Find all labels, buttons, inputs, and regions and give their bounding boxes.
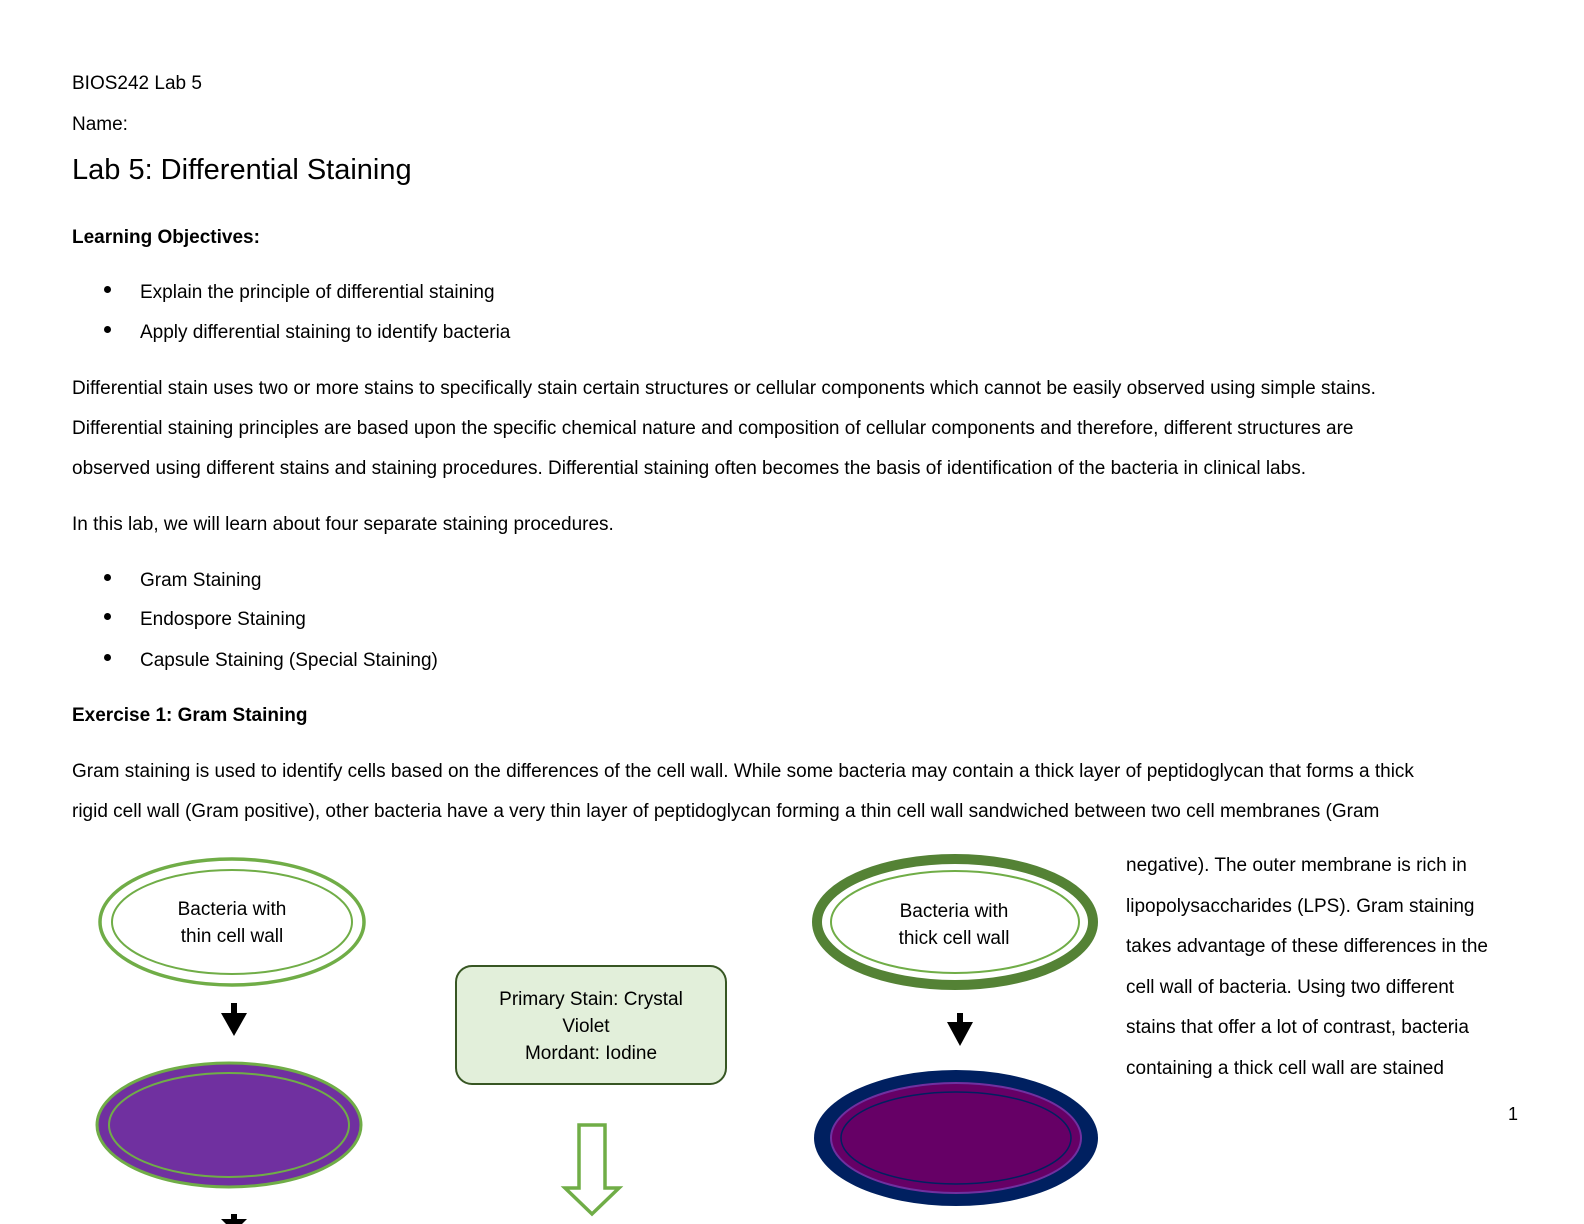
bullet-icon: [104, 574, 111, 582]
thin-wall-label-2: thin cell wall: [181, 926, 283, 947]
down-arrow-icon: [221, 1214, 247, 1224]
thick-wall-bacteria: Bacteria with thick cell wall: [812, 854, 1098, 990]
exercise1-heading: Exercise 1: Gram Staining: [72, 705, 308, 726]
list-item: Gram Staining: [104, 561, 261, 601]
thick-wall-label-1: Bacteria with: [900, 901, 1009, 922]
bullet-icon: [104, 326, 111, 334]
thin-wall-label-1: Bacteria with: [178, 899, 287, 920]
thin-wall-bacteria: Bacteria with thin cell wall: [98, 857, 366, 987]
bullet-icon: [104, 613, 111, 621]
down-arrow-icon: [221, 1003, 247, 1036]
procedures-lead: In this lab, we will learn about four se…: [72, 514, 614, 535]
down-arrow-icon: [947, 1013, 973, 1046]
course-header: BIOS242 Lab 5: [72, 73, 202, 94]
list-item: Explain the principle of differential st…: [104, 273, 495, 313]
list-item: Capsule Staining (Special Staining): [104, 641, 438, 681]
list-item: Endospore Staining: [104, 600, 306, 640]
list-item: Apply differential staining to identify …: [104, 313, 510, 353]
hollow-down-arrow-icon: [560, 1123, 624, 1217]
step-line-2: Violet: [562, 1016, 610, 1037]
bullet-icon: [104, 654, 111, 662]
thin-wall-stained-purple: [95, 1061, 363, 1189]
intro-paragraph: Differential stain uses two or more stai…: [72, 378, 1376, 479]
step-line-3: Mordant: Iodine: [525, 1043, 657, 1064]
name-label: Name:: [72, 114, 128, 135]
exercise1-side-paragraph: negative). The outer membrane is rich in…: [1126, 855, 1488, 1079]
page-number: 1: [1508, 1104, 1519, 1124]
thick-wall-stained-purple: [814, 1070, 1098, 1206]
step-line-1: Primary Stain: Crystal: [499, 989, 683, 1010]
objectives-heading: Learning Objectives:: [72, 227, 260, 248]
bullet-icon: [104, 286, 111, 294]
exercise1-paragraph: Gram staining is used to identify cells …: [72, 761, 1414, 822]
page-title: Lab 5: Differential Staining: [72, 154, 412, 186]
thick-wall-label-2: thick cell wall: [899, 928, 1010, 949]
primary-stain-step-box: Primary Stain: Crystal Violet Mordant: I…: [455, 965, 727, 1085]
